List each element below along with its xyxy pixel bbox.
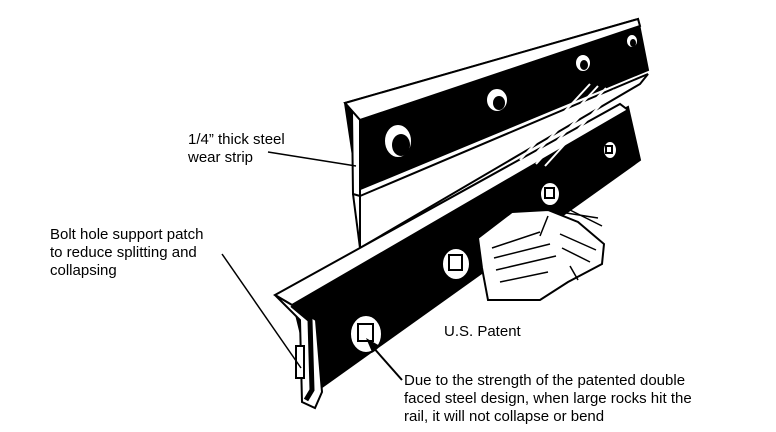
lower-bolt-holes [349, 140, 618, 354]
rock [476, 208, 606, 301]
patent-label: U.S. Patent [444, 323, 521, 340]
impact-motion-lines [519, 83, 615, 167]
wear-strip-label: 1/4” thick steel wear strip [188, 131, 285, 166]
upper-bolt-holes [383, 33, 639, 159]
strength-arrow [366, 338, 403, 381]
rock-debris-lines [559, 205, 603, 227]
wear-strip-end [344, 102, 361, 198]
plate-gap-face [359, 73, 649, 250]
strength-description: Due to the strength of the patented doub… [404, 372, 692, 425]
leader-lines [221, 151, 357, 369]
bolt-hole-support-label: Bolt hole support patch to reduce splitt… [50, 226, 204, 279]
rock-texture [491, 215, 597, 283]
